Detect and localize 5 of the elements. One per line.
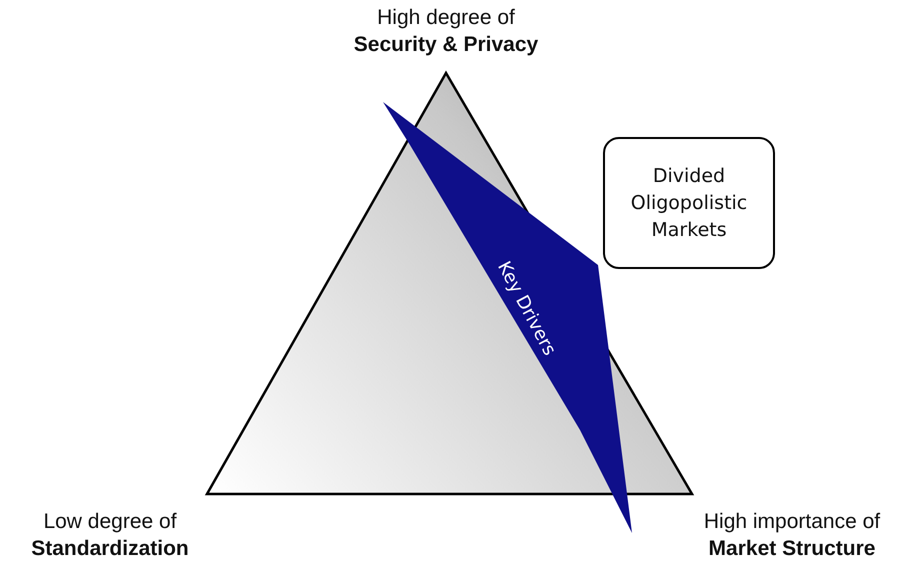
- corner-label: High degree of Security & Privacy: [352, 5, 540, 58]
- rounded-box: [603, 137, 775, 269]
- corner-label: Low degree of Standardization: [30, 509, 190, 562]
- corner-label: High importance of Market Structure: [702, 509, 882, 562]
- box-text: Divided Oligopolistic Markets: [630, 164, 748, 242]
